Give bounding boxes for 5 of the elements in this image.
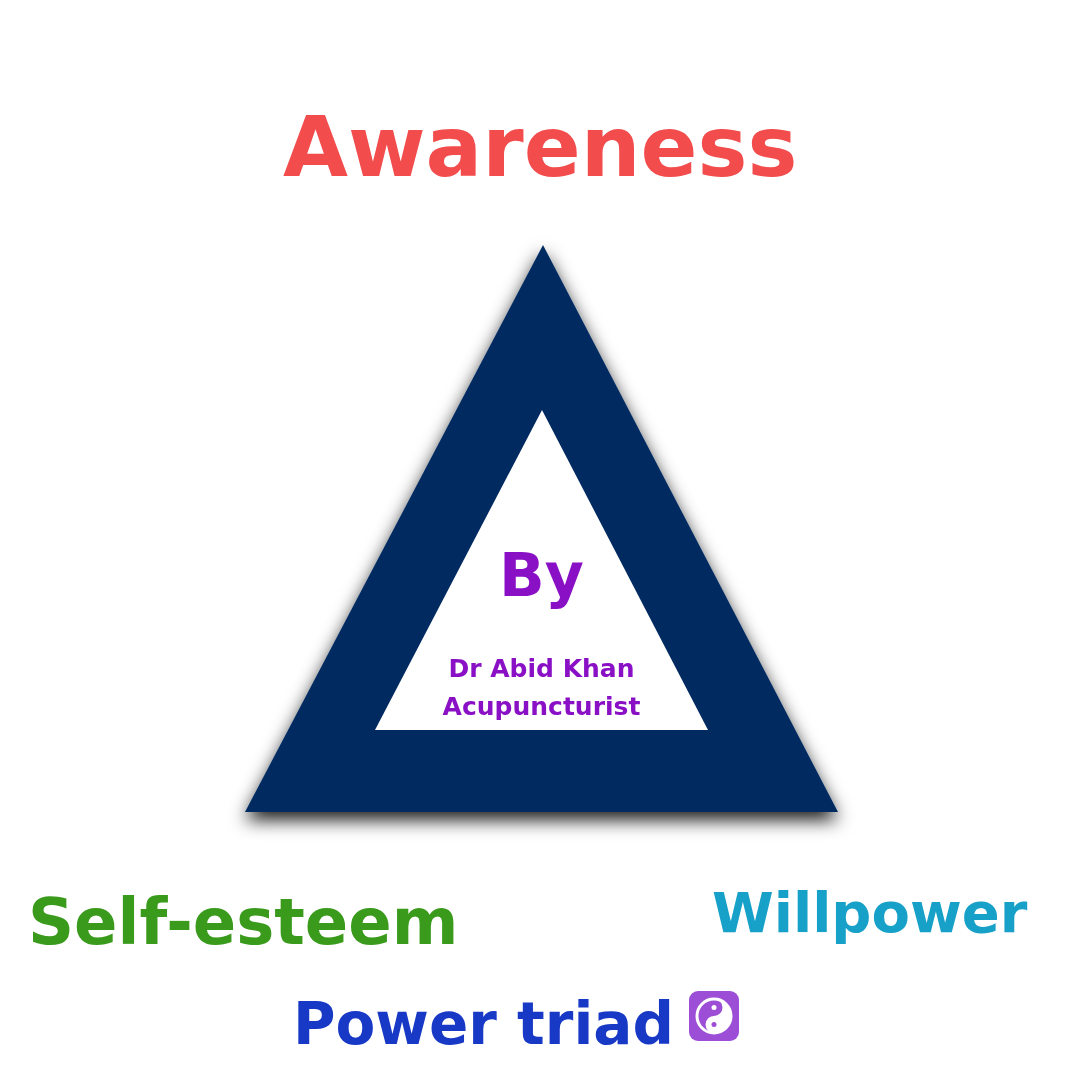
caption-text: Power triad (293, 995, 674, 1053)
heading-text: Awareness (283, 105, 798, 189)
author-text: Dr Abid Khan Acupuncturist (441, 653, 642, 723)
corner-label: Self-esteem (28, 890, 459, 954)
heading-text: By (498, 539, 585, 612)
